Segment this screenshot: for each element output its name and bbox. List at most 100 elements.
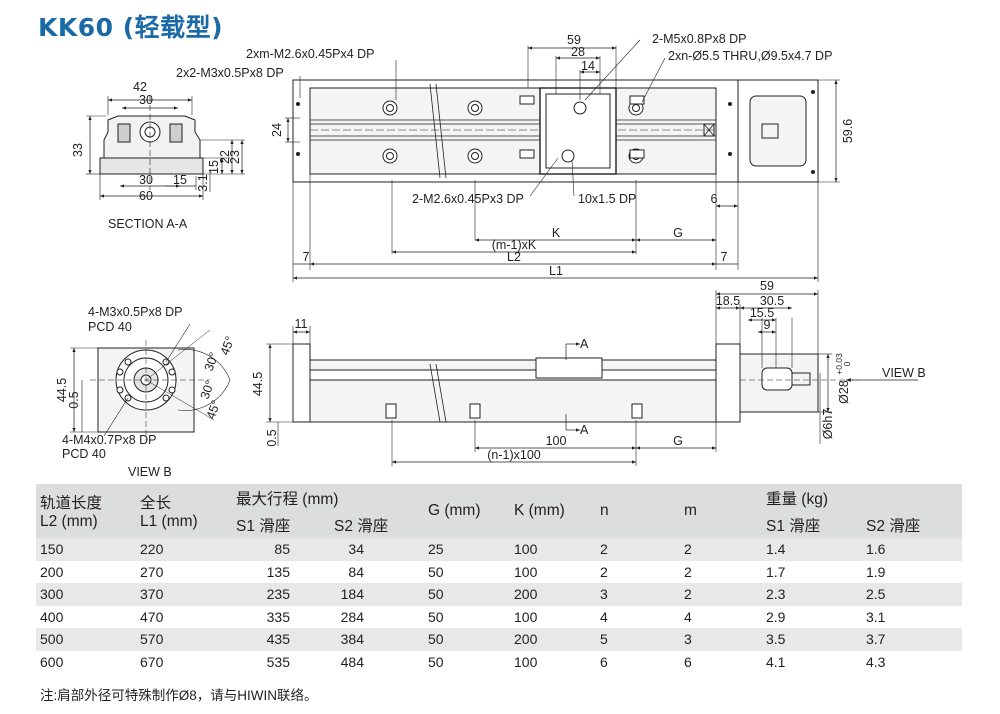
top-hole-label-3: 2-M5x0.8Px8 DP <box>652 32 746 46</box>
cell-weight-s2: 3.7 <box>862 628 962 651</box>
table-row: 200 270 135 84 50 100 2 2 1.7 1.9 <box>36 560 962 583</box>
side-dim-tolerance-lower: 0 <box>842 361 852 366</box>
top-dim-6: 6 <box>711 192 718 206</box>
side-dim-n100: (n-1)x100 <box>487 448 541 462</box>
top-dim-7b: 7 <box>721 250 728 264</box>
cell-l1: 270 <box>136 560 232 583</box>
top-dim-28: 28 <box>571 45 585 59</box>
cell-weight-s1: 2.3 <box>762 583 862 606</box>
viewb-hole-label-2: 4-M4x0.7Px8 DP <box>62 433 156 447</box>
header-total-length-cn: 全长 <box>140 495 172 512</box>
side-dim-59: 59 <box>760 279 774 293</box>
top-dim-l2: L2 <box>507 250 521 264</box>
cell-m: 4 <box>680 605 762 628</box>
section-mark-a-top: A <box>580 337 589 351</box>
header-weight: 重量 (kg) <box>762 484 962 512</box>
viewb-angle-45a: 45° <box>218 334 238 357</box>
top-dim-k: K <box>552 226 561 240</box>
side-dim-0-5: 0.5 <box>265 429 279 446</box>
top-hole-label-4: 2xn-Ø5.5 THRU,Ø9.5x4.7 DP <box>668 49 832 63</box>
spec-table: 轨道长度 L2 (mm) 全长 L1 (mm) 最大行程 (mm) G (mm)… <box>36 484 962 673</box>
cell-k: 100 <box>510 605 596 628</box>
header-weight-s2: S2 滑座 <box>862 512 962 538</box>
cell-n: 2 <box>596 560 680 583</box>
side-dim-d28: Ø28 <box>837 380 851 404</box>
cell-g: 50 <box>424 583 510 606</box>
cell-g: 50 <box>424 605 510 628</box>
page-title: KK60 (轻载型) <box>38 13 224 42</box>
header-stroke-s2: S2 滑座 <box>330 512 424 538</box>
header-k: K (mm) <box>510 484 596 538</box>
cell-m: 2 <box>680 560 762 583</box>
cell-l1: 370 <box>136 583 232 606</box>
cell-k: 100 <box>510 538 596 561</box>
cell-l1: 670 <box>136 650 232 673</box>
cell-stroke-s1: 85 <box>232 538 330 561</box>
top-view <box>285 39 840 282</box>
cell-n: 6 <box>596 650 680 673</box>
top-dim-24: 24 <box>270 123 284 137</box>
header-rail-length-cn: 轨道长度 <box>40 495 103 512</box>
table-row: 400 470 335 284 50 100 4 4 2.9 3.1 <box>36 605 962 628</box>
header-total-length-l1: L1 (mm) <box>140 513 198 530</box>
cell-stroke-s2: 384 <box>330 628 424 651</box>
top-dim-59-6: 59.6 <box>841 119 855 143</box>
table-row: 150 220 85 34 25 100 2 2 1.4 1.6 <box>36 538 962 561</box>
header-total-length: 全长 L1 (mm) <box>136 484 232 538</box>
header-max-stroke: 最大行程 (mm) <box>232 484 424 512</box>
side-dim-d6h7: Ø6h7 <box>821 409 835 440</box>
cell-k: 100 <box>510 560 596 583</box>
viewb-pcd-2: PCD 40 <box>62 447 106 461</box>
section-view <box>86 96 245 200</box>
viewb-angle-30b: 30° <box>198 378 218 401</box>
cell-l2: 150 <box>36 538 136 561</box>
top-dim-l1: L1 <box>549 264 563 278</box>
top-hole-label-6: 10x1.5 DP <box>578 192 636 206</box>
section-dim-3-1: 3.1 <box>196 174 210 191</box>
cell-k: 100 <box>510 650 596 673</box>
viewb-dim-0-5: 0.5 <box>67 391 81 408</box>
side-dim-tolerance-upper: +0.03 <box>834 353 844 375</box>
cell-l2: 300 <box>36 583 136 606</box>
section-dim-15: 15 <box>207 160 221 174</box>
top-hole-label-5: 2-M2.6x0.45Px3 DP <box>412 192 524 206</box>
cell-l2: 400 <box>36 605 136 628</box>
cell-g: 50 <box>424 628 510 651</box>
cell-n: 2 <box>596 538 680 561</box>
cell-m: 2 <box>680 583 762 606</box>
cell-m: 6 <box>680 650 762 673</box>
cell-weight-s2: 2.5 <box>862 583 962 606</box>
view-b <box>70 323 231 440</box>
section-dim-15b: 15 <box>173 173 187 187</box>
header-rail-length-l2: L2 (mm) <box>40 513 98 530</box>
cell-k: 200 <box>510 628 596 651</box>
cell-stroke-s2: 84 <box>330 560 424 583</box>
cell-stroke-s1: 235 <box>232 583 330 606</box>
table-row: 300 370 235 184 50 200 3 2 2.3 2.5 <box>36 583 962 606</box>
header-rail-length: 轨道长度 L2 (mm) <box>36 484 136 538</box>
cell-l1: 570 <box>136 628 232 651</box>
cell-weight-s1: 3.5 <box>762 628 862 651</box>
side-dim-11: 11 <box>295 317 308 331</box>
top-dim-14: 14 <box>581 59 595 73</box>
section-mark-a-bottom: A <box>580 423 589 437</box>
cell-l1: 470 <box>136 605 232 628</box>
cell-m: 3 <box>680 628 762 651</box>
cell-weight-s2: 4.3 <box>862 650 962 673</box>
cell-stroke-s1: 135 <box>232 560 330 583</box>
header-stroke-s1: S1 滑座 <box>232 512 330 538</box>
side-view <box>266 290 918 466</box>
cell-weight-s1: 1.4 <box>762 538 862 561</box>
top-dim-mk: (m-1)xK <box>492 238 537 252</box>
cell-weight-s2: 3.1 <box>862 605 962 628</box>
side-dim-100: 100 <box>546 434 567 448</box>
cell-m: 2 <box>680 538 762 561</box>
cell-weight-s2: 1.6 <box>862 538 962 561</box>
cell-stroke-s1: 535 <box>232 650 330 673</box>
top-hole-label-1: 2xm-M2.6x0.45Px4 DP <box>246 47 375 61</box>
side-dim-18-5: 18.5 <box>716 294 740 308</box>
top-dim-7a: 7 <box>303 250 310 264</box>
side-dim-15-5: 15.5 <box>750 306 774 320</box>
cell-weight-s1: 1.7 <box>762 560 862 583</box>
section-dim-30b: 30 <box>139 173 153 187</box>
